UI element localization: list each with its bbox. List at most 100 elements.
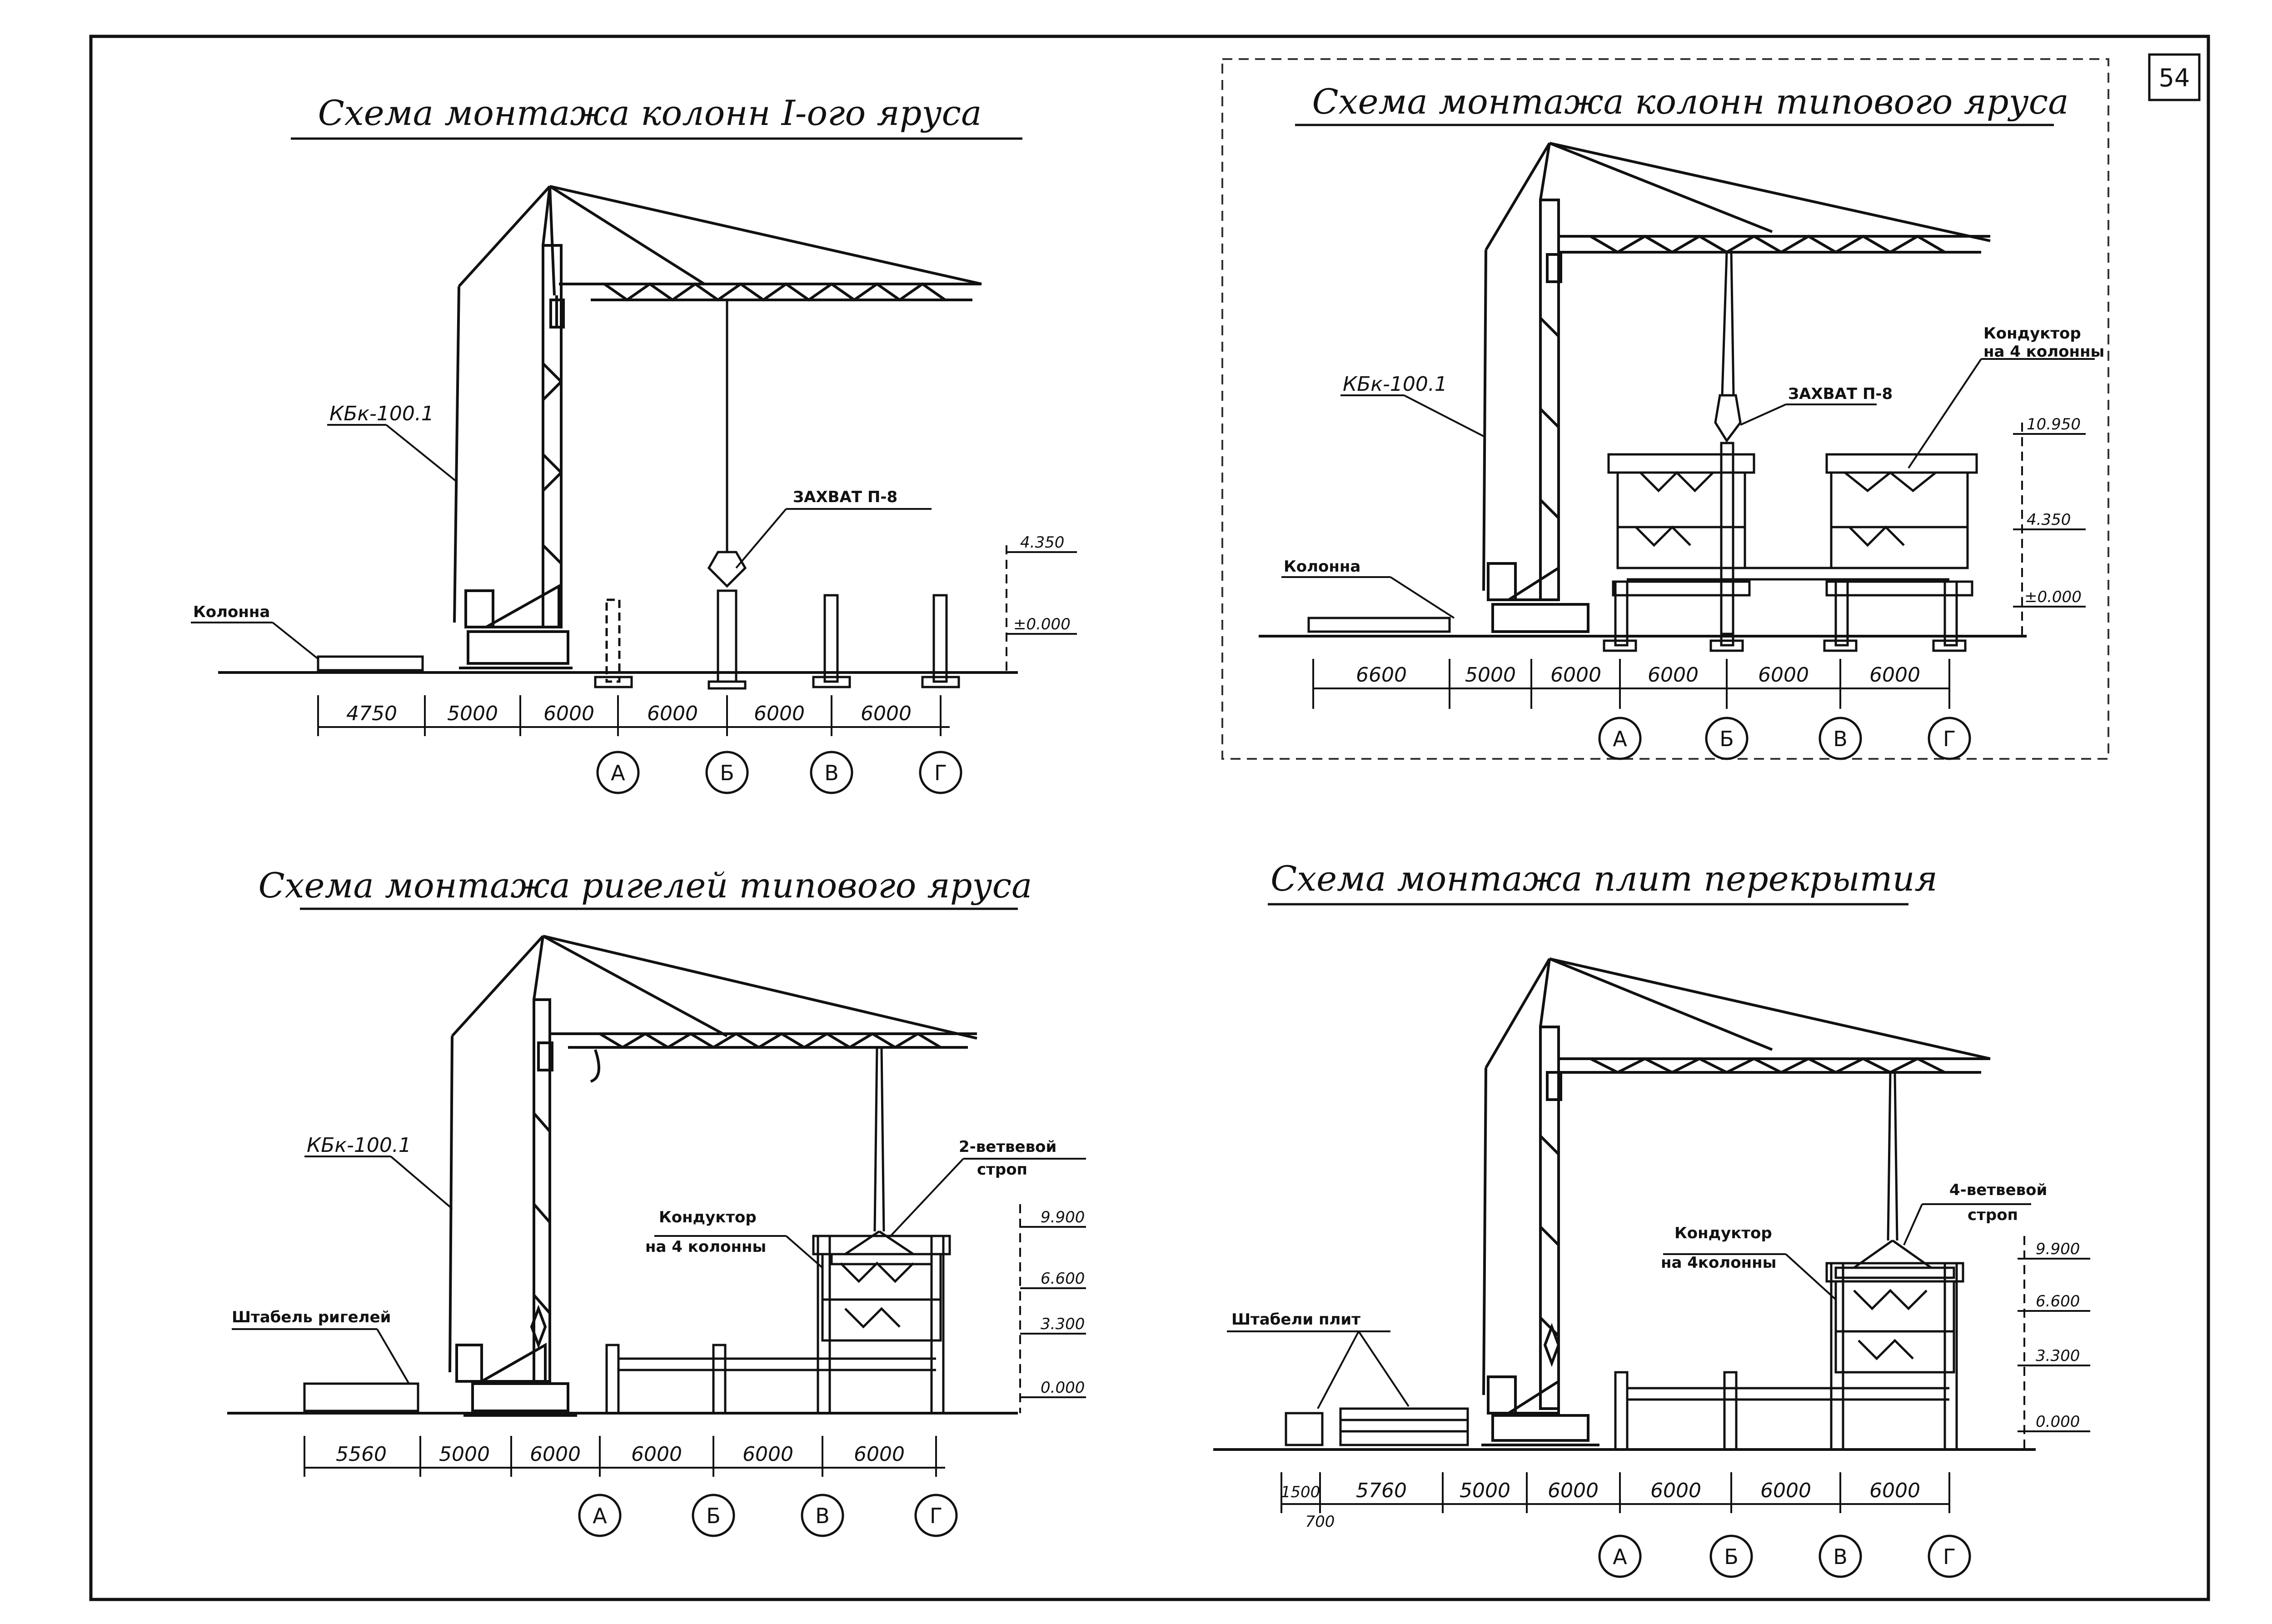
dimension-ticks	[317, 695, 942, 736]
hoisted-column	[707, 300, 747, 690]
axis-bubbles	[1598, 717, 1971, 760]
dimension-value: 5000	[447, 702, 498, 725]
level-label: 4.350	[1020, 533, 1064, 552]
stack-label: Колонна	[193, 603, 270, 621]
stack-label: Штабели плит	[1231, 1310, 1360, 1329]
leader-line	[272, 622, 319, 660]
column-conductor	[1607, 453, 1978, 597]
dimension-value: 6000	[1760, 1479, 1811, 1502]
level-label: 6.600	[2036, 1292, 2080, 1310]
axis-label: Б	[1719, 727, 1734, 751]
gripper-label: ЗАХВАТ П-8	[1788, 385, 1893, 403]
dimension-value: 6000	[647, 702, 698, 725]
sling-label: 4-ветвевой	[1949, 1181, 2047, 1199]
axis-label: А	[1613, 1544, 1627, 1569]
dimension-value: 5000	[1460, 1479, 1510, 1502]
dimension-value: 6000	[1869, 1479, 1920, 1502]
gripper-label: ЗАХВАТ П-8	[793, 488, 897, 506]
sheet-frame	[89, 35, 2210, 1601]
stack-label: Штабель ригелей	[232, 1308, 391, 1326]
stack-label: Колонна	[1284, 558, 1360, 576]
axis-label: Г	[1943, 1544, 1956, 1569]
axis-label: Б	[1724, 1544, 1739, 1569]
axis-label: В	[824, 761, 839, 785]
axis-label: А	[1613, 727, 1627, 751]
frame-first-tier	[1603, 567, 1967, 652]
dimension-value: 1500	[1281, 1483, 1320, 1501]
dimension-value: 6000	[631, 1443, 682, 1466]
leader-line	[385, 424, 458, 483]
panel-girders-typical-tier: Схема монтажа ригелей типового яруса	[227, 865, 1086, 1537]
frame-first-tier	[605, 1235, 945, 1415]
leader-line	[1317, 1331, 1360, 1409]
axis-label: Г	[930, 1504, 942, 1528]
dimension-value: 6000	[1548, 1479, 1599, 1502]
level-label: 6.600	[1041, 1270, 1085, 1288]
conductor-sublabel: на 4 колонны	[1983, 343, 2104, 361]
level-label: 9.900	[2036, 1240, 2080, 1258]
dimension-value: 6000	[1650, 1479, 1701, 1502]
tower-crane	[1481, 957, 1991, 1446]
level-label: 3.300	[2036, 1347, 2080, 1365]
page-number: 54	[2159, 64, 2190, 92]
axis-bubbles	[578, 1494, 958, 1537]
dimension-value: 6000	[1869, 663, 1920, 687]
leader-line	[890, 1158, 964, 1237]
page-number-box	[2148, 53, 2201, 101]
tower-crane	[453, 185, 982, 669]
leader-line	[376, 1328, 410, 1385]
level-label: 0.000	[2036, 1413, 2080, 1431]
frame-first-tier	[1614, 1262, 1958, 1451]
slab-conductor	[1825, 1262, 1964, 1374]
level-label: 3.300	[1041, 1315, 1085, 1333]
panel-title: Схема монтажа колонн I-ого яруса	[318, 93, 982, 133]
dimension-ticks	[1280, 1472, 1950, 1513]
axis-bubbles	[1598, 1534, 1971, 1578]
panel-title: Схема монтажа плит перекрытия	[1271, 858, 1938, 899]
level-label: 9.900	[1041, 1208, 1085, 1226]
crane-label: КБк-100.1	[307, 1134, 411, 1157]
leader-line	[1903, 1204, 1923, 1245]
conductor-sublabel: на 4колонны	[1661, 1254, 1776, 1272]
axis-label: А	[593, 1504, 607, 1528]
dimension-value-small: 700	[1305, 1513, 1335, 1531]
dimension-ticks	[1312, 659, 1950, 709]
axis-label: В	[1833, 1544, 1848, 1569]
dimension-value: 6000	[1648, 663, 1699, 687]
sling-sublabel: строп	[1968, 1206, 2018, 1224]
leader-line	[1908, 358, 1982, 469]
hoisted-slab-sling	[1834, 1072, 1955, 1279]
crane-label: КБк-100.1	[329, 402, 434, 425]
leader-line	[1740, 404, 1786, 426]
dimension-value: 6000	[543, 702, 594, 725]
leader-line	[1404, 394, 1484, 437]
tower-crane	[1481, 142, 1991, 638]
level-label: ±0.000	[2024, 588, 2082, 606]
axis-label: А	[611, 761, 625, 785]
conductor-label: Кондуктор	[659, 1208, 757, 1226]
panel-2-dashed-frame	[1221, 58, 2109, 760]
slab-stacks	[1285, 1407, 1469, 1446]
dimension-value: 6000	[754, 702, 805, 725]
dimension-value: 6000	[742, 1443, 793, 1466]
level-label: 10.950	[2027, 415, 2081, 433]
axis-label: В	[815, 1504, 830, 1528]
axis-label: В	[1833, 727, 1848, 751]
axis-label: Б	[720, 761, 734, 785]
dimension-value: 6000	[854, 1443, 905, 1466]
dimension-value: 6600	[1356, 663, 1407, 687]
columns-installed	[594, 594, 960, 688]
leader-line	[735, 508, 787, 569]
dimension-value: 5560	[336, 1443, 387, 1466]
dimension-value: 6000	[530, 1443, 581, 1466]
conductor-label: Кондуктор	[1674, 1224, 1772, 1242]
crane-label: КБк-100.1	[1343, 373, 1447, 396]
tower-crane	[448, 935, 977, 1417]
conductor-label: Кондуктор	[1983, 324, 2081, 343]
sling-sublabel: строп	[977, 1161, 1027, 1179]
dimension-value: 6000	[861, 702, 912, 725]
panel-floor-slabs: Схема монтажа плит перекрытия	[1213, 858, 2090, 1578]
leader-line	[390, 1156, 453, 1210]
dimension-value: 5000	[1465, 663, 1516, 687]
leader-line	[1390, 576, 1455, 619]
